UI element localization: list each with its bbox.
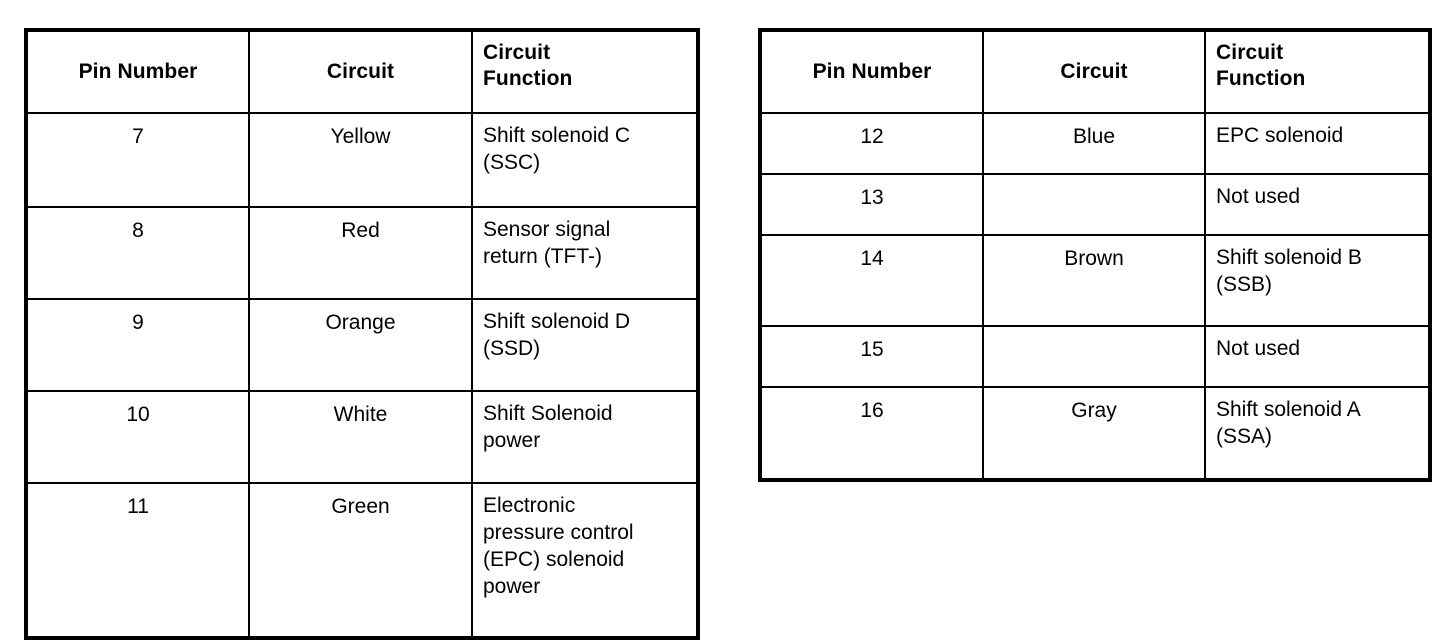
cell-line: (SSD) <box>483 337 541 360</box>
cell-circuit-function: Shift solenoid C (SSC) <box>471 112 699 208</box>
cell-circuit: Gray <box>982 386 1206 481</box>
column-header-pin-number: Pin Number <box>759 29 984 114</box>
table-row: 9 Orange Shift solenoid D (SSD) <box>25 298 699 392</box>
cell-pin-number: 16 <box>759 386 984 481</box>
cell-pin-number: 10 <box>25 390 250 484</box>
cell-line: (SSC) <box>483 151 541 174</box>
cell-line: Not used <box>1216 337 1301 360</box>
cell-line: Shift solenoid A <box>1216 398 1361 421</box>
cell-pin-number: 7 <box>25 112 250 208</box>
cell-pin-number: 11 <box>25 482 250 639</box>
table-left-header: Pin Number Circuit Circuit Function <box>25 29 699 114</box>
cell-circuit-function: Shift Solenoid power <box>471 390 699 484</box>
pin-table-left: Pin Number Circuit Circuit Function 7 Ye… <box>24 28 700 640</box>
column-header-circuit-function-line-2: Function <box>1216 67 1306 90</box>
cell-line: Not used <box>1216 185 1301 208</box>
table-row: 15 Not used <box>759 325 1431 388</box>
cell-line: Shift solenoid C <box>483 124 631 147</box>
cell-line: Shift solenoid D <box>483 310 631 333</box>
table-row: 8 Red Sensor signal return (TFT-) <box>25 206 699 300</box>
cell-line: power <box>483 429 541 452</box>
pin-table-right: Pin Number Circuit Circuit Function 12 B… <box>758 28 1432 482</box>
cell-circuit: Brown <box>982 234 1206 327</box>
cell-circuit-function: Not used <box>1204 173 1431 236</box>
header-row: Pin Number Circuit Circuit Function <box>25 29 699 114</box>
cell-line: Shift Solenoid <box>483 402 613 425</box>
cell-circuit-function: Shift solenoid B (SSB) <box>1204 234 1431 327</box>
cell-circuit-function: Shift solenoid A (SSA) <box>1204 386 1431 481</box>
cell-line: pressure control <box>483 521 634 544</box>
cell-pin-number: 9 <box>25 298 250 392</box>
cell-circuit <box>982 173 1206 236</box>
table-right-header: Pin Number Circuit Circuit Function <box>759 29 1431 114</box>
header-row: Pin Number Circuit Circuit Function <box>759 29 1431 114</box>
cell-line: power <box>483 575 541 598</box>
cell-circuit: Yellow <box>248 112 473 208</box>
cell-circuit-function: Not used <box>1204 325 1431 388</box>
column-header-circuit-function-line-1: Circuit <box>1216 41 1284 64</box>
column-header-circuit: Circuit <box>982 29 1206 114</box>
cell-circuit <box>982 325 1206 388</box>
cell-line: EPC solenoid <box>1216 124 1344 147</box>
cell-circuit: Blue <box>982 112 1206 175</box>
cell-line: return (TFT-) <box>483 245 602 268</box>
cell-pin-number: 8 <box>25 206 250 300</box>
cell-circuit: Orange <box>248 298 473 392</box>
column-header-circuit: Circuit <box>248 29 473 114</box>
cell-pin-number: 14 <box>759 234 984 327</box>
column-header-pin-number: Pin Number <box>25 29 250 114</box>
table-row: 16 Gray Shift solenoid A (SSA) <box>759 386 1431 481</box>
table-row: 11 Green Electronic pressure control (EP… <box>25 482 699 639</box>
cell-line: (EPC) solenoid <box>483 548 625 571</box>
table-row: 12 Blue EPC solenoid <box>759 112 1431 175</box>
cell-line: (SSA) <box>1216 425 1273 448</box>
column-header-circuit-function: Circuit Function <box>471 29 699 114</box>
cell-line: (SSB) <box>1216 273 1273 296</box>
table-row: 13 Not used <box>759 173 1431 236</box>
cell-line: Sensor signal <box>483 218 611 241</box>
cell-circuit-function: EPC solenoid <box>1204 112 1431 175</box>
cell-circuit: White <box>248 390 473 484</box>
cell-pin-number: 15 <box>759 325 984 388</box>
cell-line: Electronic <box>483 494 576 517</box>
table-right-body: 12 Blue EPC solenoid 13 Not used 14 Brow… <box>759 112 1431 481</box>
column-header-circuit-function-line-2: Function <box>483 67 573 90</box>
cell-pin-number: 12 <box>759 112 984 175</box>
column-header-circuit-function: Circuit Function <box>1204 29 1431 114</box>
cell-circuit: Red <box>248 206 473 300</box>
cell-circuit: Green <box>248 482 473 639</box>
cell-line: Shift solenoid B <box>1216 246 1362 269</box>
column-header-circuit-function-line-1: Circuit <box>483 41 551 64</box>
cell-circuit-function: Shift solenoid D (SSD) <box>471 298 699 392</box>
cell-circuit-function: Sensor signal return (TFT-) <box>471 206 699 300</box>
table-row: 10 White Shift Solenoid power <box>25 390 699 484</box>
cell-circuit-function: Electronic pressure control (EPC) soleno… <box>471 482 699 639</box>
cell-pin-number: 13 <box>759 173 984 236</box>
table-left-body: 7 Yellow Shift solenoid C (SSC) 8 Red Se… <box>25 112 699 639</box>
table-row: 14 Brown Shift solenoid B (SSB) <box>759 234 1431 327</box>
table-row: 7 Yellow Shift solenoid C (SSC) <box>25 112 699 208</box>
